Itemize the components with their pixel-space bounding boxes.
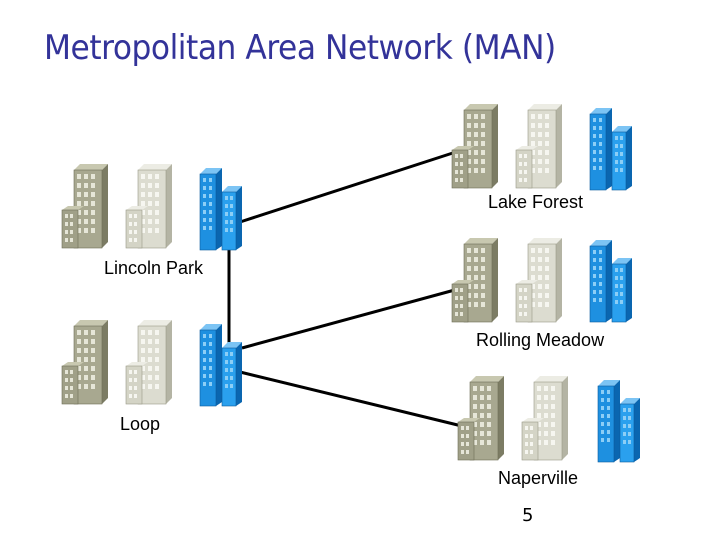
slide-title: Metropolitan Area Network (MAN) (44, 28, 556, 68)
site-label-lincoln-park: Lincoln Park (104, 258, 204, 278)
page-number: 5 (522, 505, 534, 526)
site-lake-forest-buildings (451, 103, 633, 191)
site-lincoln-park-buildings (61, 163, 243, 251)
site-label-rolling-meadow: Rolling Meadow (476, 330, 605, 350)
site-naperville-buildings (457, 375, 641, 463)
link-loop-rollingmeadow (241, 286, 463, 350)
site-label-naperville: Naperville (498, 468, 579, 488)
site-rolling-meadow-buildings (451, 237, 633, 323)
site-label-lake-forest: Lake Forest (488, 192, 584, 212)
site-label-loop: Loop (120, 414, 161, 434)
link-loop-naperville (239, 370, 471, 430)
site-loop-buildings (61, 319, 243, 407)
link-lincolnpark-lakeforest (239, 148, 463, 224)
